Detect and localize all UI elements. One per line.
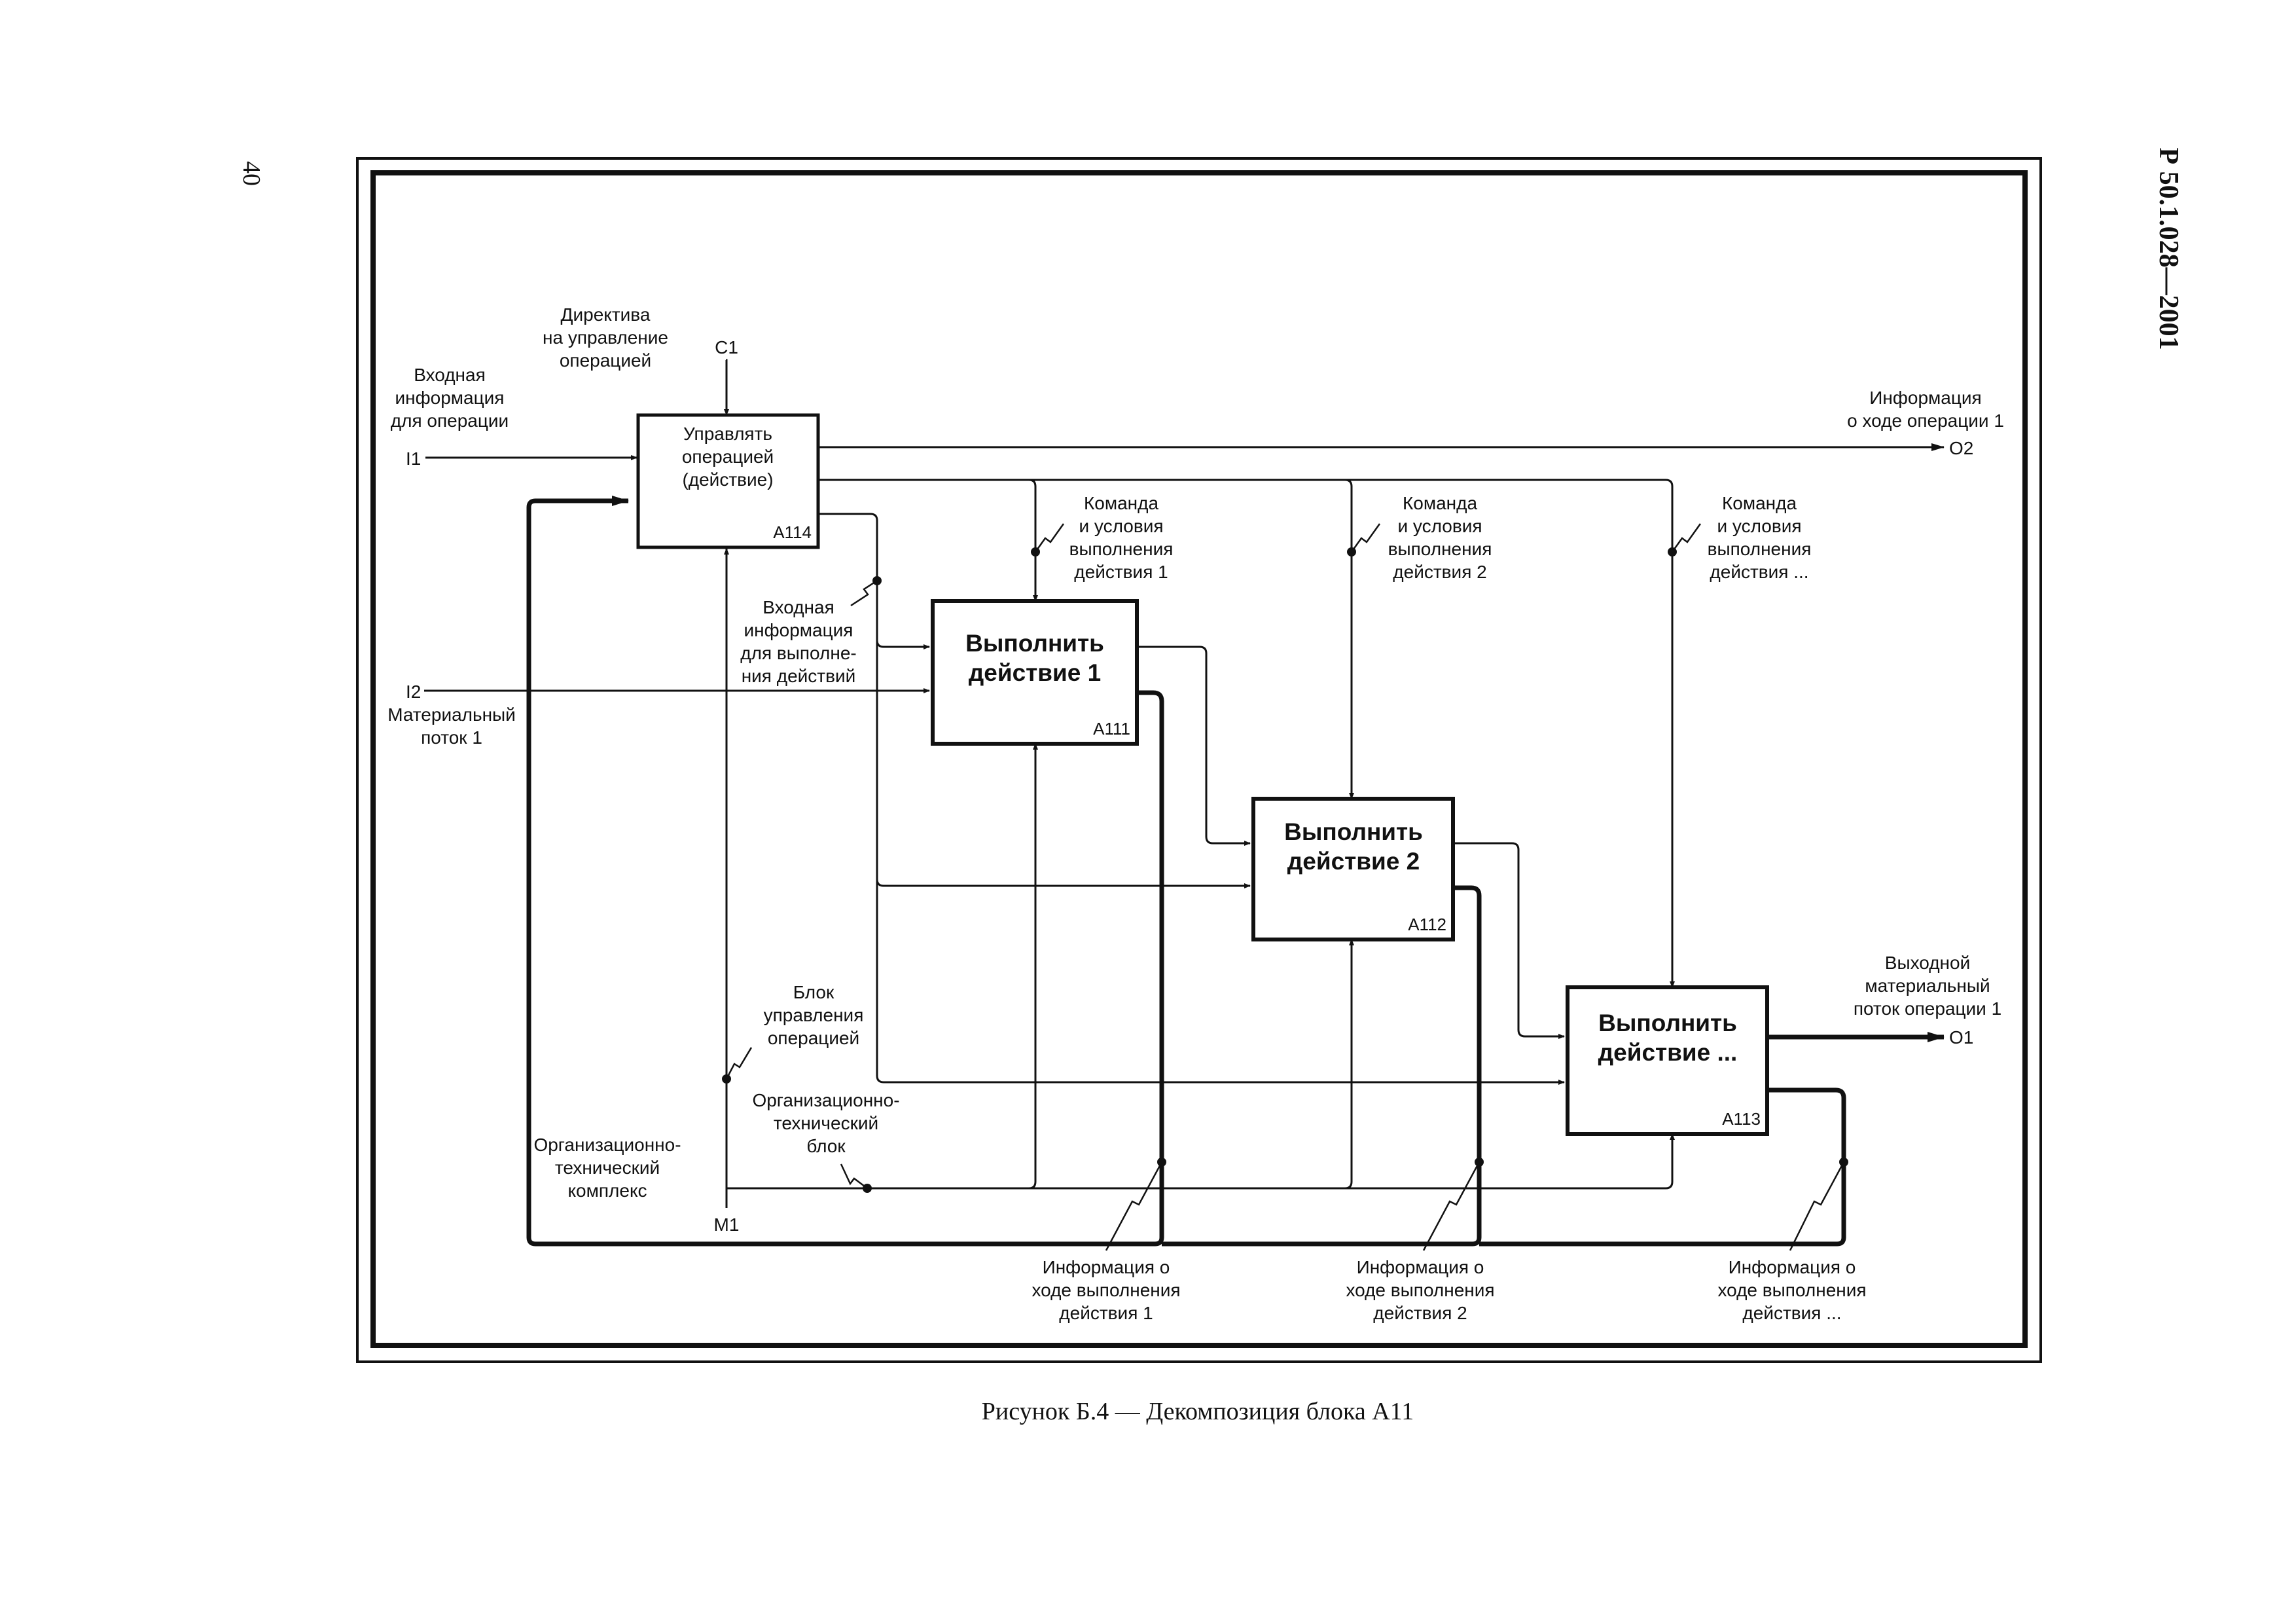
label-feedback-2: ходе выполнения: [1346, 1280, 1494, 1300]
label-command-1: выполнения: [1069, 539, 1174, 559]
block-a111: Выполнить действие 1 А111: [931, 599, 1139, 746]
flow-a112-a113: [1453, 842, 1565, 1039]
block-a114-line: Управлять: [683, 424, 772, 444]
label-input-actions: Входная: [762, 597, 834, 617]
label-command-n: и условия: [1717, 516, 1801, 536]
label-feedback-1: ходе выполнения: [1031, 1280, 1180, 1300]
command-branch-2: [1344, 479, 1354, 799]
block-a113: Выполнить действие ... А113: [1566, 985, 1769, 1136]
label-info-progress: Информация: [1869, 388, 1981, 408]
label-i2: I2: [406, 682, 421, 702]
feedback-a112: [1162, 885, 1482, 1247]
label-command-1: Команда: [1084, 493, 1159, 513]
mechanism-to-a112: [1344, 939, 1354, 1190]
label-command-2: выполнения: [1388, 539, 1492, 559]
flow-a111-a112: [1137, 646, 1251, 846]
label-feedback-2: Информация о: [1357, 1257, 1484, 1277]
label-feedback-1: Информация о: [1043, 1257, 1170, 1277]
label-command-1: и условия: [1079, 516, 1163, 536]
label-command-2: действия 2: [1393, 562, 1486, 582]
label-command-n: действия ...: [1710, 562, 1808, 582]
leader-squiggle: [840, 1163, 868, 1189]
label-i1: I1: [406, 448, 421, 469]
leader-squiggle: [1789, 1161, 1845, 1251]
block-a113-line: Выполнить: [1598, 1010, 1737, 1036]
label-material-flow: поток 1: [421, 727, 482, 748]
feedback-a113: [1479, 1087, 1846, 1247]
label-command-2: Команда: [1403, 493, 1478, 513]
block-a114-line: операцией: [682, 447, 774, 467]
label-input-actions: для выполне-: [740, 643, 856, 663]
block-a113-code: А113: [1722, 1109, 1761, 1129]
block-a111-line: Выполнить: [965, 630, 1104, 657]
label-org-tech-complex: комплекс: [567, 1180, 647, 1201]
block-a114: Управлять операцией (действие) А114: [636, 413, 820, 549]
mechanism-bus: [726, 1133, 1675, 1190]
block-a114-line: (действие): [682, 469, 773, 490]
leader-squiggle: [1422, 1161, 1480, 1251]
label-control-block: управления: [764, 1005, 864, 1025]
label-command-1: действия 1: [1074, 562, 1168, 582]
label-org-tech-complex: технический: [555, 1158, 660, 1178]
leader-squiggle: [1671, 523, 1702, 553]
label-input-info: информация: [395, 388, 505, 408]
label-c1: C1: [715, 337, 738, 357]
outer-frame: [356, 157, 2042, 1363]
feedback-loop: [526, 496, 1164, 1247]
label-directive: Директива: [561, 304, 651, 325]
label-o1: O1: [1949, 1027, 1973, 1048]
label-m1: M1: [714, 1214, 740, 1235]
standard-designation: Р 50.1.028—2001: [2153, 147, 2183, 350]
label-command-2: и условия: [1397, 516, 1482, 536]
label-input-info: Входная: [414, 365, 486, 385]
figure-caption: Рисунок Б.4 — Декомпозиция блока А11: [982, 1398, 1414, 1425]
label-control-block: Блок: [793, 982, 834, 1002]
label-feedback-2: действия 2: [1373, 1303, 1467, 1323]
leader-squiggle: [1034, 523, 1065, 553]
label-input-actions: ния действий: [742, 666, 856, 686]
block-a112: Выполнить действие 2 А112: [1251, 797, 1455, 941]
leader-squiggle: [1105, 1161, 1163, 1251]
label-input-info: для операции: [391, 410, 509, 431]
label-directive: на управление: [543, 327, 668, 348]
action-input-to-a111: [876, 640, 930, 649]
action-input-bus: [818, 513, 1565, 1085]
block-a111-line: действие 1: [969, 659, 1101, 686]
leader-squiggle: [725, 1047, 753, 1080]
label-material-flow: Материальный: [387, 704, 516, 725]
command-branch-1: [1028, 479, 1038, 602]
label-input-actions: информация: [744, 620, 853, 640]
leader-squiggle: [850, 579, 878, 607]
label-feedback-1: действия 1: [1059, 1303, 1153, 1323]
label-org-tech-block: технический: [774, 1113, 878, 1133]
block-a112-line: действие 2: [1287, 848, 1420, 875]
label-directive: операцией: [560, 350, 651, 371]
command-bus: [818, 479, 1675, 988]
block-a113-line: действие ...: [1598, 1039, 1738, 1066]
action-input-to-a112: [876, 879, 1251, 888]
label-output-material: материальный: [1865, 976, 1990, 996]
label-org-tech-block: блок: [806, 1136, 846, 1156]
label-o2: O2: [1949, 438, 1973, 458]
label-command-n: Команда: [1722, 493, 1797, 513]
leader-squiggle: [1350, 523, 1381, 553]
label-command-n: выполнения: [1708, 539, 1812, 559]
label-org-tech-block: Организационно-: [752, 1090, 899, 1110]
label-info-progress: о ходе операции 1: [1847, 410, 2004, 431]
block-a112-code: А112: [1408, 915, 1446, 934]
block-a112-line: Выполнить: [1284, 818, 1423, 845]
label-feedback-n: Информация о: [1729, 1257, 1856, 1277]
page-number: 40: [238, 161, 265, 186]
label-feedback-n: действия ...: [1742, 1303, 1841, 1323]
label-output-material: поток операции 1: [1854, 998, 2001, 1019]
block-a111-code: А111: [1093, 719, 1130, 739]
label-org-tech-complex: Организационно-: [533, 1135, 681, 1155]
label-output-material: Выходной: [1885, 953, 1970, 973]
label-feedback-n: ходе выполнения: [1717, 1280, 1866, 1300]
inner-frame: [370, 170, 2028, 1348]
block-a114-code: А114: [773, 522, 812, 542]
label-control-block: операцией: [768, 1028, 859, 1048]
mechanism-to-a111: [1028, 743, 1038, 1190]
